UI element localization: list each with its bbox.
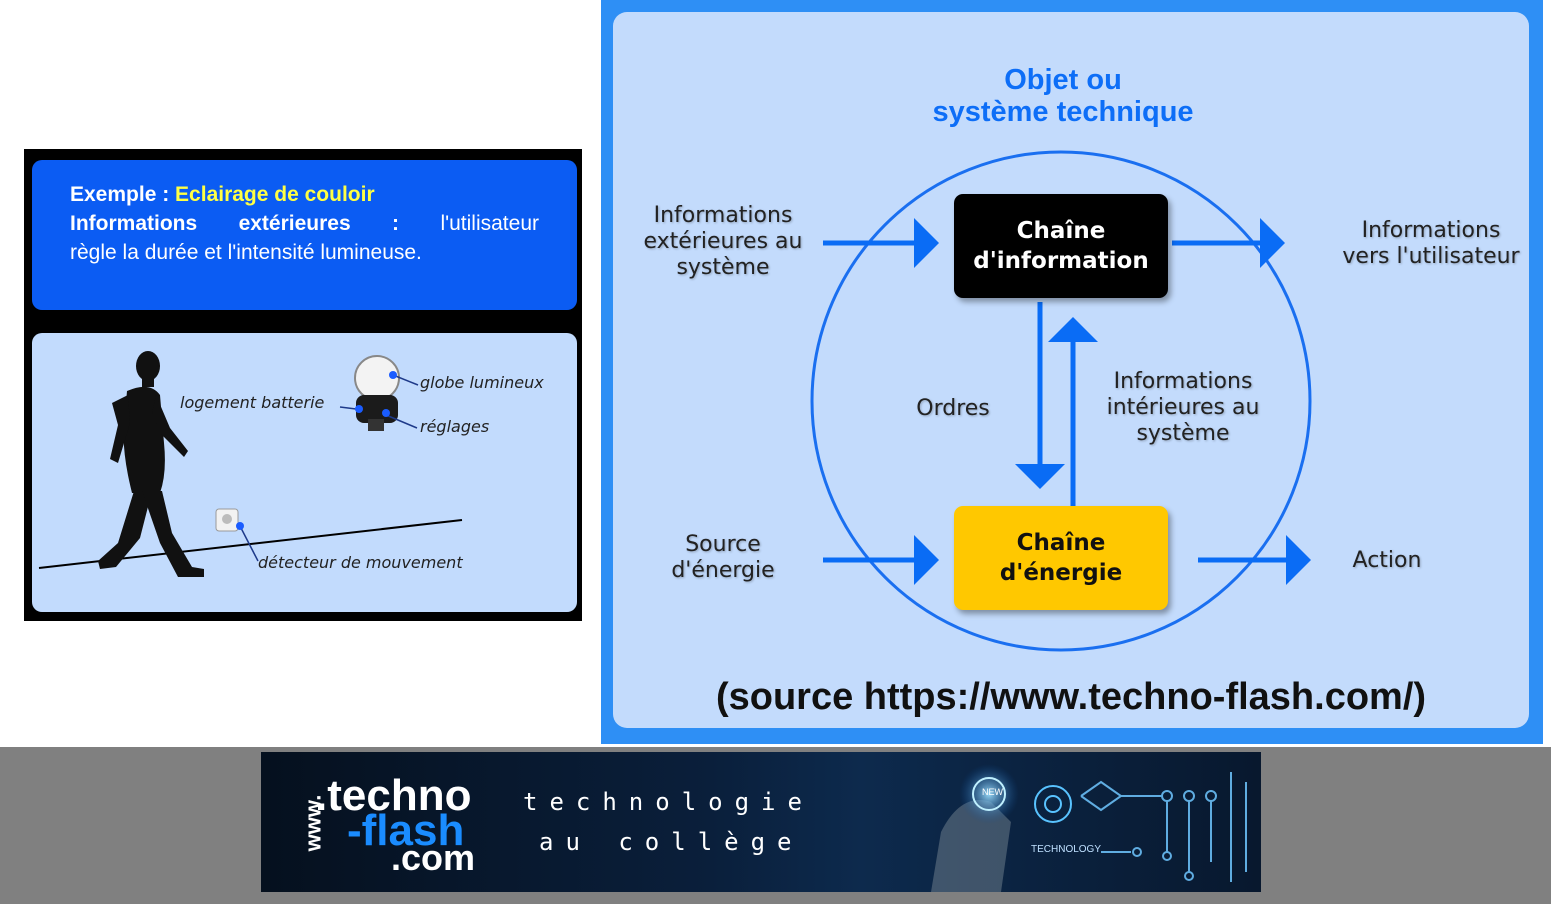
example-panel: Exemple : Eclairage de couloir Informati… <box>24 149 582 621</box>
example-subject: Eclairage de couloir <box>175 183 375 206</box>
technology-text: TECHNOLOGY <box>1031 844 1102 855</box>
circuit-art-icon <box>931 764 1247 892</box>
chain-information-box: Chaîne d'information <box>954 194 1168 298</box>
tagline-technologie: technologie <box>523 788 814 816</box>
flow-arrows <box>823 218 1311 585</box>
input-info-label: Informations extérieures au système <box>643 203 803 280</box>
info-line-1: Informations extérieures : l'utilisateur <box>70 209 539 238</box>
output-info-label: Informations vers l'utilisateur <box>1342 218 1520 269</box>
lamp-icon <box>354 355 400 431</box>
diagram-canvas: Objet ou système technique Chaîne d'info… <box>613 12 1529 728</box>
brand-flash: -flash <box>347 806 465 855</box>
internal-info-label: Informations intérieures au système <box>1106 369 1260 446</box>
person-silhouette-icon <box>98 351 204 577</box>
brand-com: .com <box>391 837 476 878</box>
techno-flash-banner[interactable]: www. .techno -flash .com technologie au … <box>261 752 1261 892</box>
info-label: Informations extérieures : <box>70 212 400 235</box>
source-caption: (source https://www.techno-flash.com/) <box>715 676 1427 718</box>
info-text-1: l'utilisateur <box>440 212 539 235</box>
tagline-au-college: au collège <box>539 828 804 856</box>
detector-label: détecteur de mouvement <box>258 553 463 572</box>
motion-detector-icon <box>215 508 239 532</box>
brand-techno: .techno <box>315 771 472 820</box>
info-text-2: règle la durée et l'intensité lumineuse. <box>70 241 422 264</box>
action-label: Action <box>1352 548 1422 573</box>
pointer-lines <box>240 374 419 562</box>
pointer-dots <box>236 371 397 530</box>
diagram-graphics <box>810 150 1312 652</box>
energy-source-label: Source d'énergie <box>671 532 775 583</box>
example-title-line: Exemple : Eclairage de couloir <box>70 180 539 209</box>
example-text-box: Exemple : Eclairage de couloir Informati… <box>32 160 577 310</box>
example-prefix: Exemple : <box>70 183 176 206</box>
battery-label: logement batterie <box>180 393 325 412</box>
footer-strip: www. .techno -flash .com technologie au … <box>0 747 1551 904</box>
orders-label: Ordres <box>916 396 990 421</box>
system-boundary-circle <box>810 150 1312 652</box>
corridor-scene <box>38 351 463 577</box>
settings-label: réglages <box>420 417 490 436</box>
diagram-title: Objet ou système technique <box>932 64 1194 128</box>
diagram-panel: Objet ou système technique Chaîne d'info… <box>601 0 1543 744</box>
chain-energy-box: Chaîne d'énergie <box>954 506 1168 610</box>
new-badge: NEW <box>982 787 1003 797</box>
corridor-illustration: globe lumineux logement batterie réglage… <box>32 333 577 612</box>
globe-label: globe lumineux <box>420 373 544 392</box>
